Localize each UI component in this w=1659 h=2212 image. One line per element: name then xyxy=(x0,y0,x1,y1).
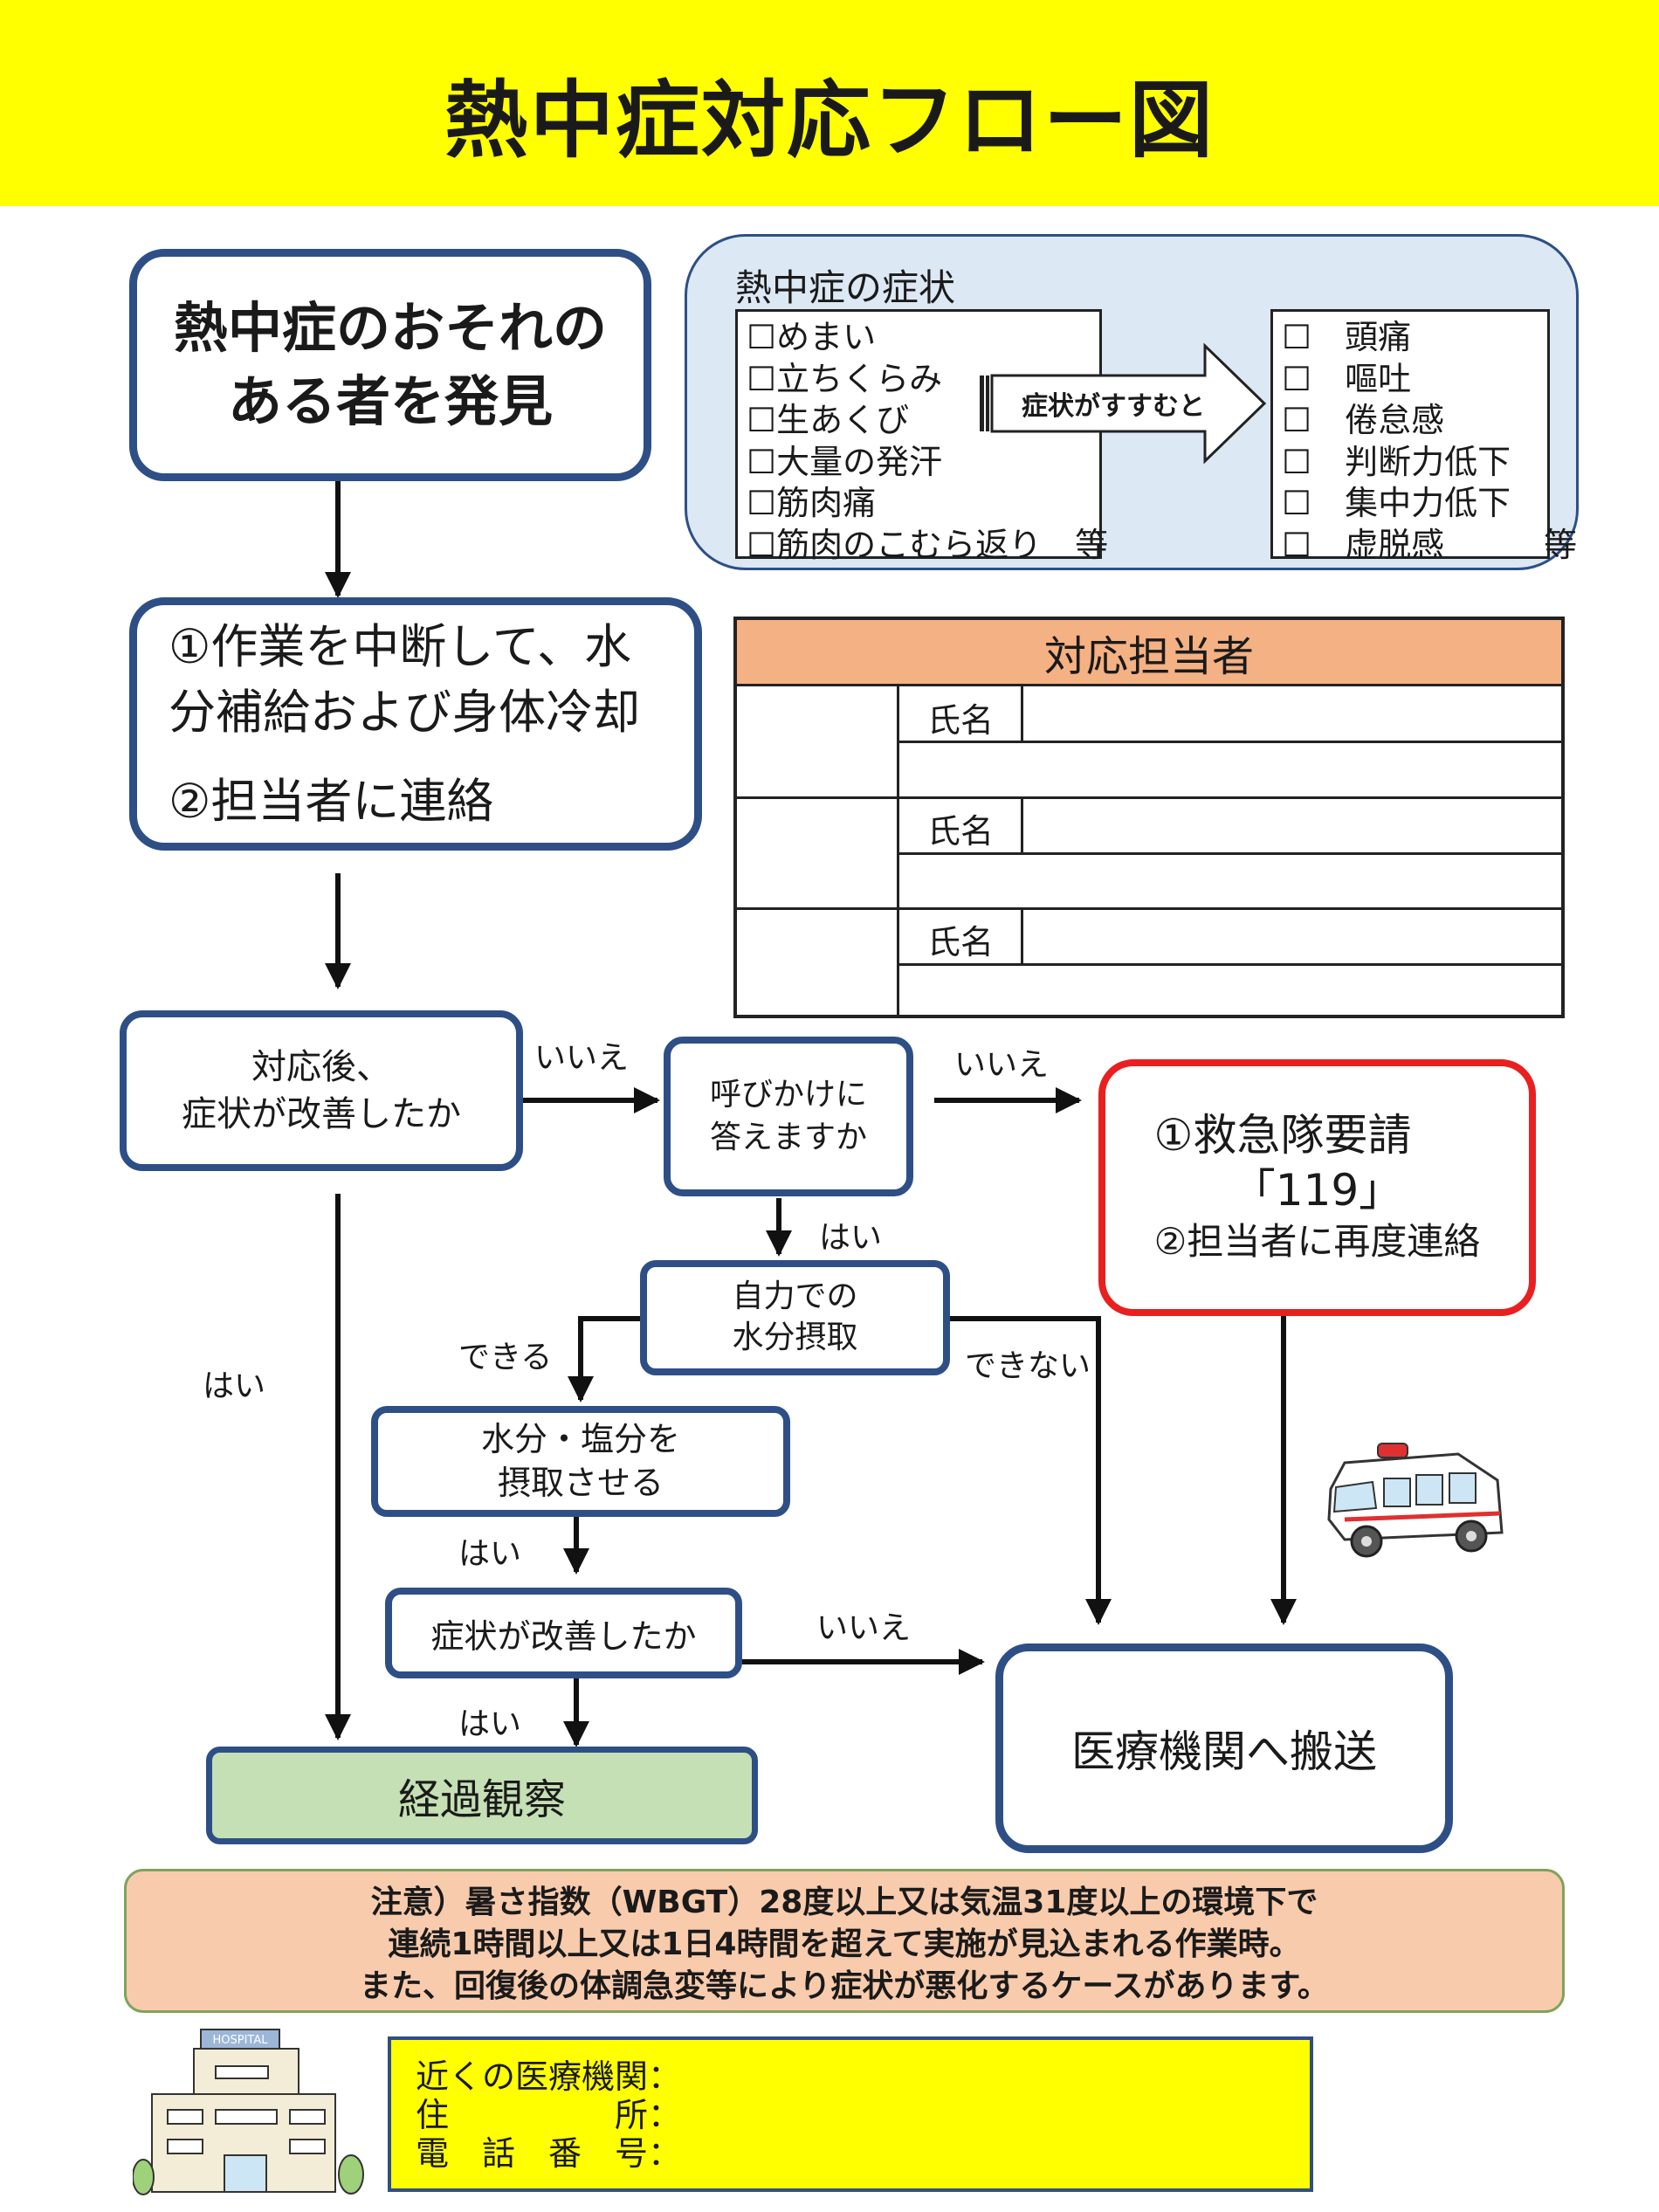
mild-symptoms-list: ☐めまい ☐立ちくらみ ☐生あくび ☐大量の発汗 ☐筋肉痛 ☐筋肉のこむら返り … xyxy=(735,309,1108,564)
discover-box: 熱中症のおそれのある者を発見 xyxy=(129,249,651,481)
divider xyxy=(1021,686,1023,741)
list-item: ☐立ちくらみ xyxy=(747,359,943,398)
progress-arrow xyxy=(980,342,1267,465)
symptoms-title: 熱中症の症状 xyxy=(735,266,956,309)
divider xyxy=(737,907,1561,910)
label-yes: はい xyxy=(458,1536,522,1572)
divider xyxy=(897,852,1561,855)
list-item: ☐大量の発汗 xyxy=(747,442,943,481)
improved-check-box: 症状が改善したか xyxy=(385,1588,742,1678)
self-water-box: 自力での水分摂取 xyxy=(640,1260,950,1375)
divider xyxy=(897,741,1561,743)
first-aid-box: ①作業を中断して、水 分補給および身体冷却 ②担当者に連絡 xyxy=(129,597,702,851)
ambulance-box: ①救急隊要請 「119」 ②担当者に再度連絡 xyxy=(1098,1059,1536,1316)
list-item: ☐筋肉のこむら返り 等 xyxy=(747,525,1109,564)
label-yes: はい xyxy=(203,1368,266,1404)
arrow-cannot-drink xyxy=(950,1316,1112,1625)
address-label: 住 所： xyxy=(416,2096,682,2134)
arrow-can-drink xyxy=(568,1316,642,1402)
divider xyxy=(737,796,1561,799)
list-item: ☐ 虚脱感 等 xyxy=(1282,525,1578,564)
list-item: ☐ 集中力低下 xyxy=(1282,484,1511,522)
nearby-hospital-box: 近くの医療機関： 住 所： 電 話 番 号： xyxy=(388,2036,1313,2192)
caution-note: 注意）暑さ指数（WBGT）28度以上又は気温31度以上の環境下で 連続1時間以上… xyxy=(124,1869,1565,2013)
list-item: ☐筋肉痛 xyxy=(747,484,877,522)
list-item: ☐めまい xyxy=(747,318,877,356)
respond-box: 呼びかけに答えますか xyxy=(664,1037,913,1196)
label-yes: はい xyxy=(458,1706,522,1742)
list-item: ☐生あくび xyxy=(747,401,910,439)
label-can: できる xyxy=(458,1340,553,1375)
label-no: いいえ xyxy=(534,1040,630,1076)
label-no: いいえ xyxy=(954,1047,1050,1083)
hospital-icon: HOSPITAL xyxy=(133,2029,364,2195)
title-banner xyxy=(0,0,1659,206)
list-item: ☐ 頭痛 xyxy=(1282,318,1412,356)
table-header: 対応担当者 xyxy=(737,620,1561,686)
progress-label: 症状がすすむと xyxy=(1022,391,1205,422)
label-yes: はい xyxy=(819,1220,883,1256)
name-label: 氏名 xyxy=(927,923,995,961)
ambulance-icon xyxy=(1327,1443,1504,1558)
responders-table: 対応担当者 氏名 氏名 氏名 xyxy=(733,617,1565,1018)
list-item: ☐ 倦怠感 xyxy=(1282,401,1445,439)
page-title: 熱中症対応フロー図 xyxy=(444,72,1215,169)
label-cannot: できない xyxy=(965,1348,1091,1384)
improved-box: 対応後、症状が改善したか xyxy=(120,1010,523,1171)
phone-label: 電 話 番 号： xyxy=(416,2134,682,2173)
severe-symptoms-list: ☐ 頭痛 ☐ 嘔吐 ☐ 倦怠感 ☐ 判断力低下 ☐ 集中力低下 ☐ 虚脱感 等 xyxy=(1270,309,1577,564)
list-item: ☐ 嘔吐 xyxy=(1282,359,1412,398)
transport-box: 医療機関へ搬送 xyxy=(995,1643,1453,1853)
name-label: 氏名 xyxy=(927,701,995,740)
water-salt-box: 水分・塩分を摂取させる xyxy=(371,1406,790,1517)
observe-box: 経過観察 xyxy=(206,1747,758,1844)
name-label: 氏名 xyxy=(927,812,995,851)
list-item: ☐ 判断力低下 xyxy=(1282,442,1511,481)
hospital-sign: HOSPITAL xyxy=(212,2034,268,2047)
divider xyxy=(1021,798,1023,852)
hospital-name-label: 近くの医療機関： xyxy=(416,2057,682,2096)
divider xyxy=(897,963,1561,966)
divider xyxy=(1021,909,1023,963)
label-no: いいえ xyxy=(816,1610,912,1646)
